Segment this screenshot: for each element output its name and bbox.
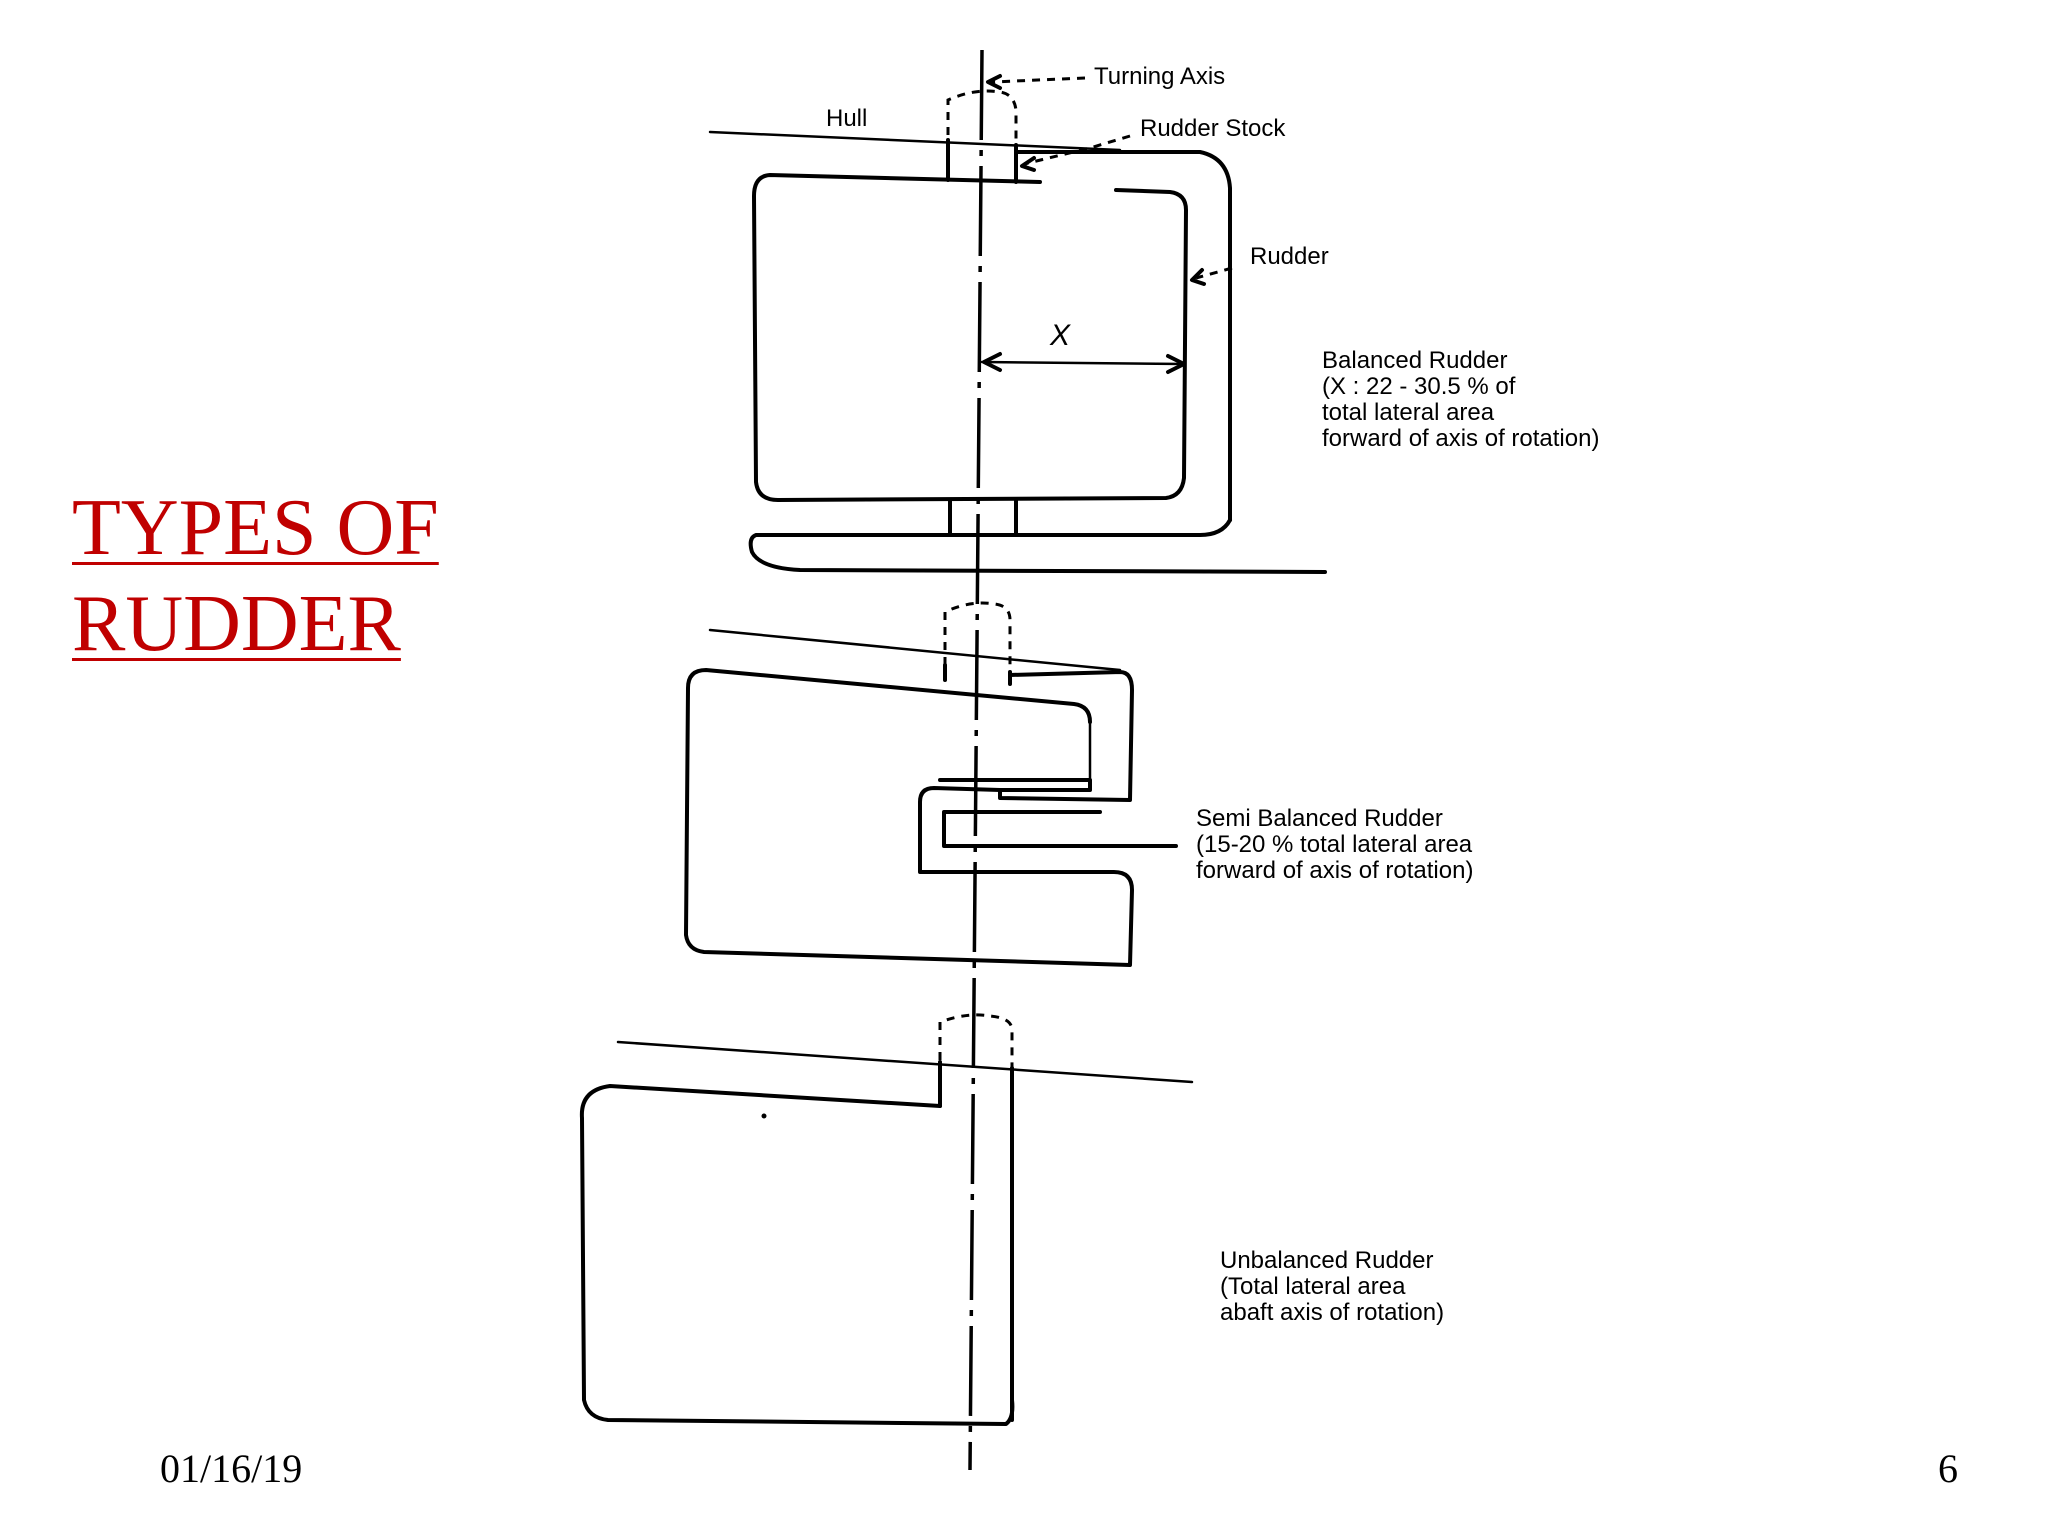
slide-title: TYPES OF RUDDER — [72, 480, 439, 672]
x-marker-label: X — [1049, 319, 1071, 352]
unbalanced-rudder-stock — [938, 1013, 1014, 1068]
semi-caption-line-1: Semi Balanced Rudder — [1196, 805, 1443, 832]
balanced-rudder-shoe — [748, 518, 1327, 574]
semi-rudder-horn — [938, 670, 1134, 802]
semi-caption-line-2: (15-20 % total lateral area — [1196, 831, 1473, 858]
unbalanced-rudder-outline — [579, 1062, 1015, 1426]
balanced-hull-line — [708, 130, 1122, 152]
slide-page-number: 6 — [1938, 1446, 1958, 1491]
rudder-label: Rudder — [1250, 243, 1329, 270]
semi-balanced-rudder-caption: Semi Balanced Rudder (15-20 % total late… — [1196, 805, 1473, 884]
balanced-rudder-drawing: X — [708, 74, 1327, 574]
balanced-rudder-outer-edge — [1014, 150, 1232, 522]
semi-rudder-slot — [942, 810, 1178, 848]
balanced-caption-line-1: Balanced Rudder — [1322, 347, 1507, 374]
semi-balanced-rudder-drawing — [684, 601, 1178, 967]
unbalanced-caption-line-2: (Total lateral area — [1220, 1273, 1406, 1300]
hull-label: Hull — [826, 105, 867, 132]
semi-hull-line — [708, 628, 1122, 672]
balanced-caption-line-4: forward of axis of rotation) — [1322, 425, 1599, 452]
slide-title-line-1: TYPES OF — [72, 484, 439, 572]
turning-axis-label: Turning Axis — [1094, 63, 1225, 90]
semi-rudder-stock — [943, 601, 1012, 670]
unbalanced-rudder-caption: Unbalanced Rudder (Total lateral area ab… — [1220, 1247, 1444, 1326]
balanced-caption-line-3: total lateral area — [1322, 399, 1495, 426]
balanced-rudder-caption: Balanced Rudder (X : 22 - 30.5 % of tota… — [1322, 347, 1599, 452]
balanced-rudder-stock — [946, 89, 1018, 140]
slide-date: 01/16/19 — [160, 1446, 303, 1491]
unbalanced-caption-line-3: abaft axis of rotation) — [1220, 1299, 1444, 1326]
semi-caption-line-3: forward of axis of rotation) — [1196, 857, 1473, 884]
unbalanced-caption-line-1: Unbalanced Rudder — [1220, 1247, 1433, 1274]
balanced-caption-line-2: (X : 22 - 30.5 % of — [1322, 373, 1516, 400]
slide-title-line-2: RUDDER — [72, 580, 401, 668]
semi-rudder-outline — [684, 668, 1134, 967]
unbalanced-rudder-drawing — [579, 1013, 1194, 1426]
balanced-rudder-outline — [752, 173, 1188, 502]
turning-axis-line — [968, 49, 984, 1471]
rudder-stock-label: Rudder Stock — [1140, 115, 1286, 142]
unbalanced-hull-line — [616, 1040, 1194, 1084]
